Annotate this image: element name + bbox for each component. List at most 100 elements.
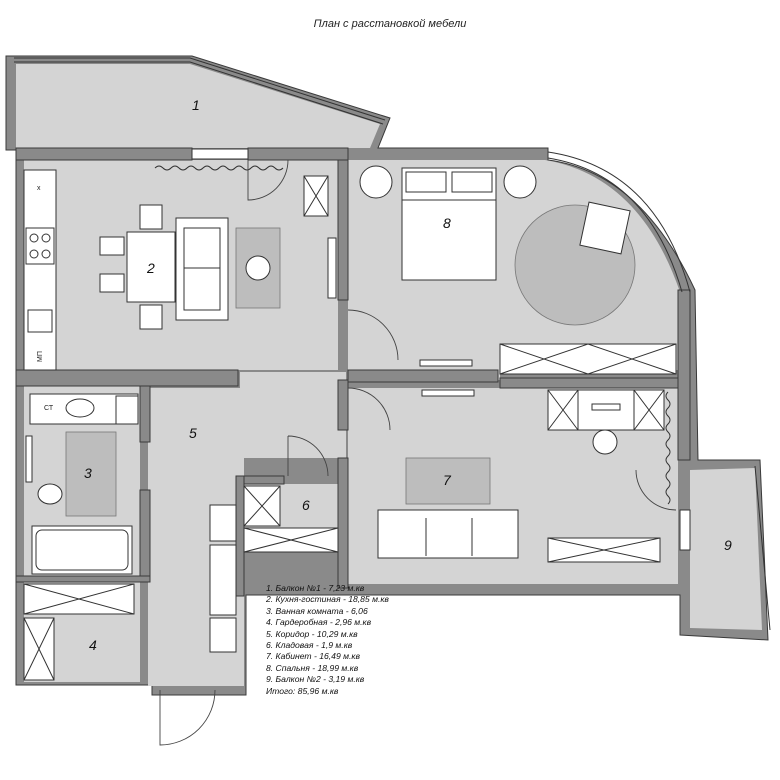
coffee-table [245,255,271,281]
sink-label: СТ [44,405,54,412]
cooktop [25,227,55,265]
toilet [37,483,63,505]
wall-bath-wardrobe [15,575,151,583]
nightstand [503,165,537,199]
balcony-1-window [14,57,386,121]
room-number-6: 6 [302,497,310,513]
study-tv [421,389,475,397]
wardrobe-rack-2-cross [23,617,55,681]
bathtub-inner [35,529,129,571]
desk-cross [547,389,665,431]
kitchen-sink [27,309,53,333]
bedroom-window-arc-inner [547,157,683,293]
wall-kitchen-bottom-left [15,369,239,387]
legend-item: 1. Балкон №1 - 7,23 м.кв [266,583,365,593]
bathtub [31,525,133,575]
dining-chair [99,273,125,293]
wardrobe-cross [499,343,677,375]
bedroom-wardrobe [499,343,677,375]
wall-corridor-study-2 [337,457,349,589]
laptop [591,403,621,411]
kitchen-door-swing [247,159,289,201]
storage-door-swing [287,435,329,477]
dining-chair [139,204,163,230]
wall-bath-corridor [139,385,151,443]
corridor-shelf [209,544,237,616]
dining-chair [99,236,125,256]
kitchen-counter [23,169,57,371]
bedroom-window-arc [547,151,691,293]
room-number-5: 5 [189,425,197,441]
burner [41,249,51,259]
pillow [451,171,493,193]
pillow [405,171,447,193]
corridor-bench [209,504,237,542]
storage-shelf-cross [243,485,281,527]
hood-label: x [37,185,41,192]
wall-bath-corridor-2 [139,489,151,581]
kitchen-curtain [154,165,284,171]
room-number-2: 2 [146,260,155,276]
room-number-4: 4 [89,637,97,653]
tv-stand [327,237,337,299]
legend-item: 9. Балкон №2 - 3,19 м.кв [266,674,365,685]
wardrobe-rack-cross [23,583,135,615]
room-legend: 1. Балкон №1 - 7,23 м.кв 2. Кухня-гостин… [266,583,389,697]
study-rug [405,457,491,505]
legend-item: 7. Кабинет - 16,49 м.кв [266,651,360,662]
entrance-door-swing [159,689,216,746]
study-sofa [377,509,519,559]
towel-rail [25,435,33,483]
balcony-2-window [754,465,771,631]
legend-total: Итого: 85,96 м.кв [266,685,339,696]
sofa [175,217,229,321]
window-kitchen [191,148,249,160]
balcony-1-floor [16,64,380,148]
legend-item: 5. Коридор - 10,29 м.кв [266,628,358,639]
nightstand [359,165,393,199]
bath-rug [65,431,117,517]
study-cabinet-cross [547,537,661,563]
bedroom-tv [419,359,473,367]
study-curtain [665,391,671,505]
legend-item: 4. Гардеробная - 2,96 м.кв [266,617,372,628]
sofa-seat [183,267,221,311]
corridor-upper-floor [240,372,346,458]
wall-study-balcony [677,289,691,461]
legend-item: 2. Кухня-гостиная - 18,85 м.кв [266,594,389,605]
washbasin [65,398,95,418]
burner [41,233,51,243]
wall-storage-left [235,475,245,597]
legend-item: 8. Спальня - 18,99 м.кв [266,662,359,673]
bath-cabinet [115,395,139,425]
storage-shelf-2-cross [243,527,339,553]
office-chair [592,429,618,455]
corridor-shelf-2 [209,617,237,653]
burner [29,233,39,243]
dining-chair [139,304,163,330]
room-number-1: 1 [192,97,200,113]
dining-table [126,231,176,303]
wall-kitchen-top-2 [247,147,349,161]
balcony-2-door-swing [635,469,677,511]
dishwasher-label: МП [37,351,44,362]
legend-item: 3. Ванная комната - 6,06 [266,605,368,616]
bed [401,167,497,281]
cabinet-cross [303,175,329,217]
wall-corridor-study [337,379,349,431]
room-number-9: 9 [724,537,732,553]
balcony-1-window-inner [14,61,384,125]
window-study [679,509,691,551]
balcony-2-floor [690,468,762,630]
room-number-7: 7 [443,472,452,488]
legend-item: 6. Кладовая - 1,9 м.кв [266,640,353,651]
burner [29,249,39,259]
room-number-8: 8 [443,215,451,231]
wall-kitchen-bedroom [337,159,349,301]
page-title: План с расстановкой мебели [313,18,467,30]
room-number-3: 3 [84,465,92,481]
study-door-swing [347,387,391,431]
wall-bedroom-study [347,369,499,383]
bedroom-door-swing [347,309,399,361]
